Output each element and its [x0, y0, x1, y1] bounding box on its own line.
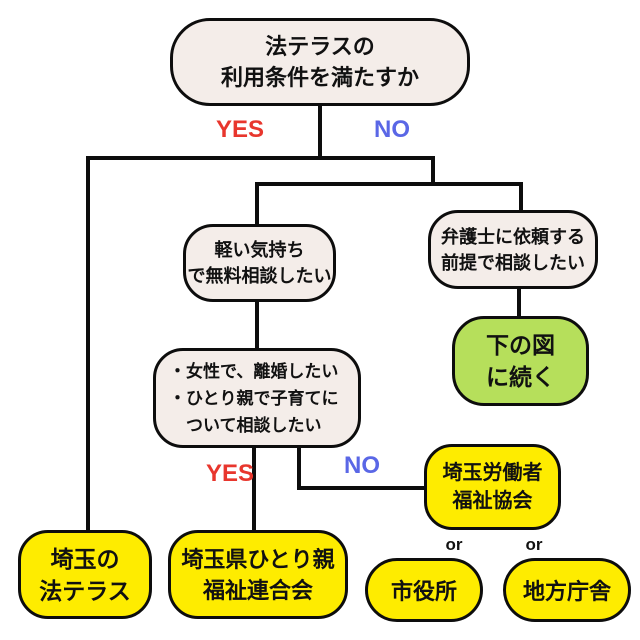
node-saitama-worker-welfare-association: 埼玉労働者 福祉協会	[424, 444, 561, 530]
node-text: ・ひとり親で子育てに	[169, 388, 339, 408]
connector-to-lawyer-node	[519, 182, 523, 212]
node-hire-lawyer-consultation: 弁護士に依頼する 前提で相談したい	[428, 210, 598, 289]
node-text: ・女性で、離婚したい	[169, 361, 339, 381]
node-text: 埼玉労働者	[442, 462, 543, 484]
node-text: 埼玉の	[50, 545, 120, 572]
node-local-government-office: 地方庁舎	[503, 558, 631, 622]
node-text: ついて相談したい	[169, 415, 322, 435]
node-houterasu-conditions: 法テラスの 利用条件を満たすか	[170, 18, 470, 106]
connector-yes-to-single-parent	[252, 446, 256, 532]
connector-casual-to-condition	[255, 300, 259, 350]
branch-label-yes-2: YES	[205, 460, 255, 487]
node-text: 埼玉県ひとり親	[181, 546, 335, 572]
connector-yes-to-saitama-houterasu	[86, 156, 90, 532]
connector-to-casual-node	[255, 182, 259, 226]
node-saitama-houterasu: 埼玉の 法テラス	[18, 530, 152, 619]
node-text: に続く	[486, 364, 555, 390]
node-text: で無料相談したい	[187, 266, 332, 286]
connector-no-down	[431, 156, 435, 186]
or-label-2: or	[525, 535, 543, 554]
node-text: 法テラス	[39, 577, 131, 604]
node-text: 弁護士に依頼する	[441, 226, 585, 247]
node-continue-to-next-figure: 下の図 に続く	[452, 316, 589, 406]
node-text: 前提で相談したい	[441, 252, 585, 273]
connector-no-down-2	[297, 446, 301, 490]
branch-label-no-1: NO	[374, 116, 410, 143]
connector-no-to-worker-welfare	[297, 486, 427, 490]
node-text: 市役所	[390, 579, 457, 604]
node-text: 地方庁舎	[522, 579, 611, 604]
node-text: 下の図	[486, 332, 555, 358]
or-label-1: or	[445, 535, 463, 554]
node-text: 法テラスの	[265, 34, 375, 59]
node-saitama-single-parent-federation: 埼玉県ひとり親 福祉連合会	[168, 530, 348, 619]
node-text: 軽い気持ち	[214, 240, 305, 260]
connector-root-down	[318, 104, 322, 160]
node-text: 福祉協会	[452, 490, 533, 512]
node-text: 福祉連合会	[202, 577, 313, 603]
branch-label-no-2: NO	[344, 452, 380, 479]
connector-root-branch	[86, 156, 435, 160]
node-casual-free-consultation: 軽い気持ち で無料相談したい	[183, 224, 336, 302]
branch-label-yes-1: YES	[215, 116, 265, 143]
node-text: 利用条件を満たすか	[220, 65, 419, 90]
connector-lawyer-to-continue	[517, 288, 521, 318]
connector-no-branch	[255, 182, 523, 186]
node-single-mother-conditions: ・女性で、離婚したい ・ひとり親で子育てに ついて相談したい	[153, 348, 361, 448]
node-city-hall: 市役所	[365, 558, 483, 622]
